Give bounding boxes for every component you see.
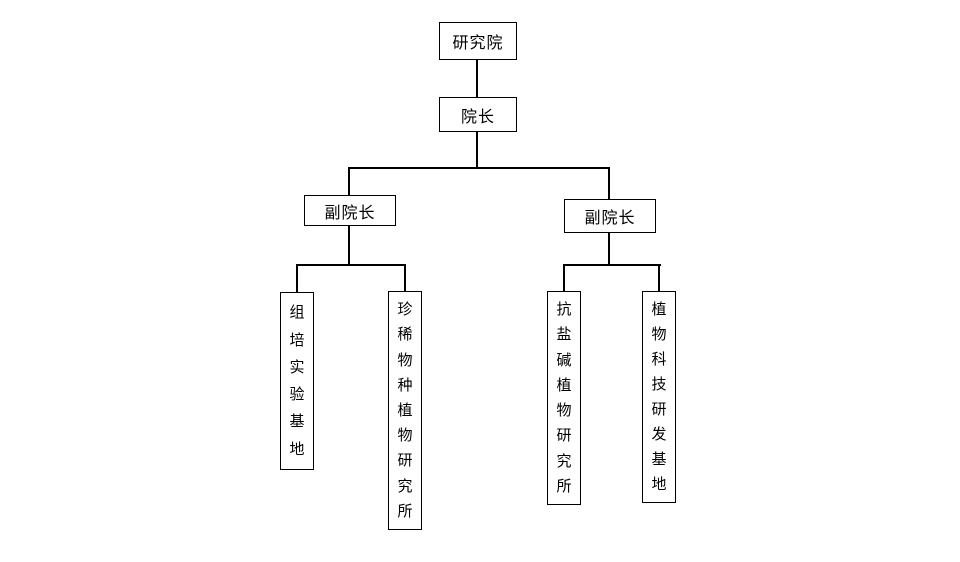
edge-drop-vp-right	[608, 167, 610, 199]
edge-root-president	[476, 60, 478, 97]
node-salt-alkali-institute: 抗盐碱植物研究所	[547, 291, 581, 505]
node-vice-president-right: 副院长	[564, 199, 656, 233]
edge-drop-tissue-culture	[296, 264, 298, 292]
edge-vp-right-hbar	[563, 264, 661, 266]
edge-vp-left-drop	[348, 226, 350, 264]
edge-drop-vp-left	[348, 167, 350, 195]
node-plant-tech-base: 植物科技研发基地	[642, 291, 676, 503]
edge-vp-left-hbar	[296, 264, 406, 266]
edge-drop-salt-alkali	[563, 264, 565, 291]
node-rare-species-institute: 珍稀物种植物研究所	[388, 291, 422, 530]
node-tissue-culture-base: 组培实验基地	[280, 292, 314, 470]
edge-vp-right-drop	[608, 233, 610, 264]
edge-drop-plant-tech	[658, 264, 660, 291]
edge-president-drop	[476, 132, 478, 167]
node-vice-president-left: 副院长	[304, 195, 396, 226]
node-president: 院长	[439, 97, 517, 132]
edge-president-hbar	[348, 167, 610, 169]
edge-drop-rare-species	[404, 264, 406, 291]
node-research-institute: 研究院	[439, 22, 517, 60]
